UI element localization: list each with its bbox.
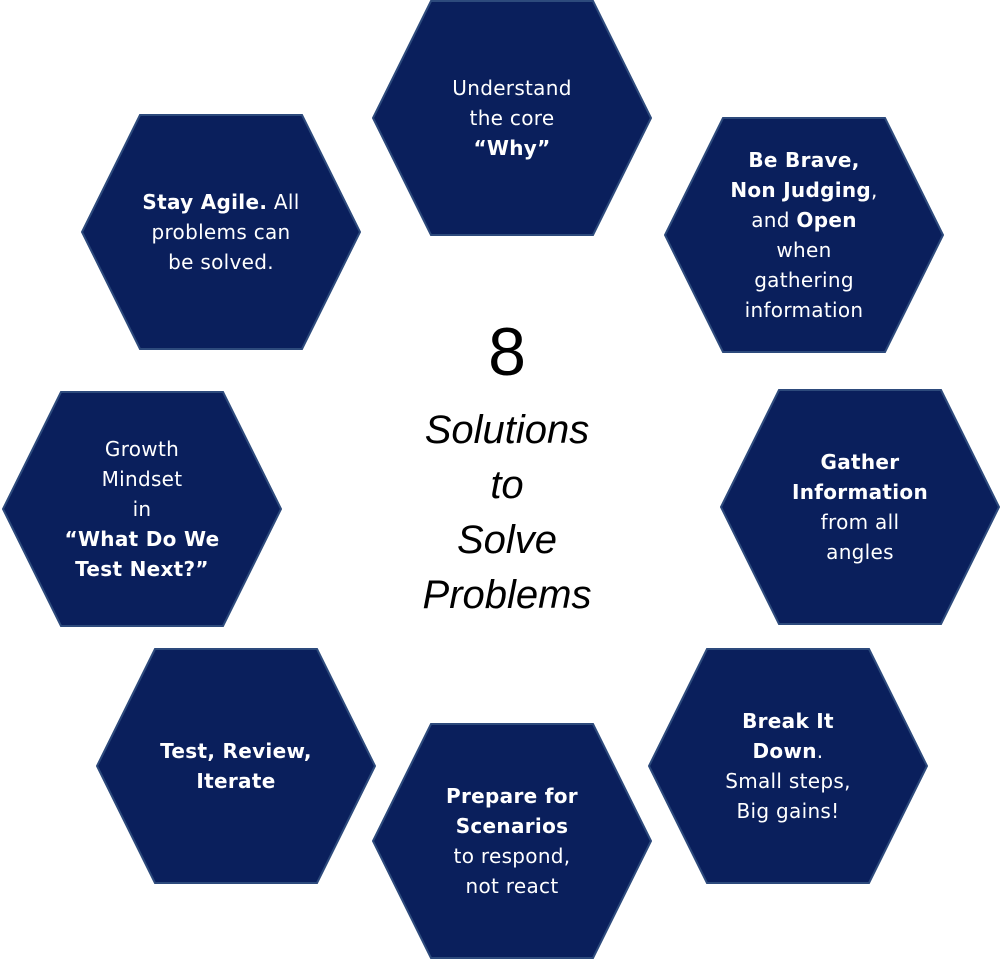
hexagon-text-line: Stay Agile. All (142, 187, 299, 217)
center-title-line: Solve (456, 518, 558, 562)
bold-text-run: Down (752, 739, 817, 763)
hexagon-text-line: information (745, 295, 864, 325)
hexagon-text-line: Prepare for (446, 781, 578, 811)
hexagon-text-line: angles (826, 537, 894, 567)
bold-text-run: Prepare for (446, 784, 578, 808)
hexagon-shape (648, 648, 928, 884)
text-run: not react (465, 874, 559, 898)
text-run: be solved. (168, 250, 274, 274)
hexagon-break-it-down: Break It Down. Small steps, Big gains! (648, 648, 928, 884)
center-number: 8 (488, 314, 526, 390)
hexagon-text-line: Gather (821, 447, 900, 477)
hexagon-text-line: Break It (742, 706, 834, 736)
hexagon-text-line: not react (466, 871, 559, 901)
text-run: , (871, 178, 878, 202)
text-run: . (816, 739, 824, 763)
hexagon-text-line: problems can (151, 217, 290, 247)
hexagon-text-line: when (776, 235, 831, 265)
hexagon-shape (96, 648, 376, 884)
text-run: Growth (104, 437, 180, 461)
hexagon-text: Understand the core “Why” (412, 0, 612, 236)
hexagon-text-line: Scenarios (456, 811, 569, 841)
hexagon-text-line: in (133, 494, 152, 524)
hexagon-stay-agile: Stay Agile. All problems can be solved. (81, 114, 361, 350)
hexagon-text: Test, Review, Iterate (136, 648, 336, 884)
text-run: Big gains! (736, 799, 840, 823)
hexagon-text-line: gathering (754, 265, 854, 295)
hexagon-shape (372, 723, 652, 959)
hexagon-text-line: Down. (753, 736, 824, 766)
hexagon-text-line: Test Next?” (75, 554, 209, 584)
bold-text-run: “What Do We (64, 527, 220, 551)
hexagon-text: Stay Agile. All problems can be solved. (121, 114, 321, 350)
text-run: from all (820, 510, 900, 534)
hexagon-text-line: to respond, (454, 841, 571, 871)
bold-text-run: “Why” (473, 136, 551, 160)
bold-text-run: Test Next?” (75, 557, 209, 581)
hexagon-text-line: from all (821, 507, 900, 537)
text-run: and (751, 208, 797, 232)
hexagon-text-line: Growth (105, 434, 179, 464)
text-run: All (267, 190, 300, 214)
hexagon-text-line: Non Judging, (730, 175, 877, 205)
bold-text-run: Stay Agile. (142, 190, 268, 214)
text-run: to respond, (453, 844, 571, 868)
bold-text-run: Information (791, 480, 928, 504)
text-run: Small steps, (725, 769, 851, 793)
bold-text-run: Gather (820, 450, 900, 474)
hexagon-text-line: and Open (751, 205, 857, 235)
text-run: the core (469, 106, 555, 130)
bold-text-run: Non Judging (730, 178, 872, 202)
hexagon-text-line: Iterate (196, 766, 275, 796)
bold-text-run: Be Brave, (748, 148, 860, 172)
text-run: in (132, 497, 152, 521)
hexagon-shape (720, 389, 1000, 625)
hexagon-shape (2, 391, 282, 627)
hexagon-text-line: Information (792, 477, 928, 507)
hexagon-text-line: the core (470, 103, 555, 133)
bold-text-run: Scenarios (455, 814, 569, 838)
bold-text-run: Test, Review, (160, 739, 312, 763)
text-run: when (776, 238, 832, 262)
text-run: information (744, 298, 864, 322)
hexagon-text-line: Be Brave, (748, 145, 859, 175)
hexagon-text-line: be solved. (168, 247, 274, 277)
text-run: angles (826, 540, 894, 564)
text-run: Mindset (101, 467, 183, 491)
hexagon-text: Break It Down. Small steps, Big gains! (688, 648, 888, 884)
hexagon-text-line: Test, Review, (160, 736, 312, 766)
hexagon-test-review-iterate: Test, Review, Iterate (96, 648, 376, 884)
hexagon-text-line: Mindset (102, 464, 183, 494)
center-title-line: Solutions (424, 408, 590, 452)
text-run: Understand (452, 76, 572, 100)
bold-text-run: Open (796, 208, 857, 232)
hexagon-understand-why: Understand the core “Why” (372, 0, 652, 236)
center-title-line: Problems (422, 573, 592, 617)
hexagon-shape (372, 0, 652, 236)
hexagon-text-line: Big gains! (737, 796, 840, 826)
hexagon-text-line: Understand (452, 73, 571, 103)
hexagon-shape (81, 114, 361, 350)
bold-text-run: Break It (742, 709, 834, 733)
hexagon-text-line: Small steps, (725, 766, 851, 796)
text-run: gathering (754, 268, 854, 292)
hexagon-shape (664, 117, 944, 353)
hexagon-text-line: “Why” (473, 133, 550, 163)
text-run: problems can (151, 220, 291, 244)
hexagon-text-line: “What Do We (65, 524, 220, 554)
center-title-line: to (490, 463, 524, 507)
bold-text-run: Iterate (196, 769, 276, 793)
center-title: Solutions to Solve Problems (357, 403, 657, 623)
